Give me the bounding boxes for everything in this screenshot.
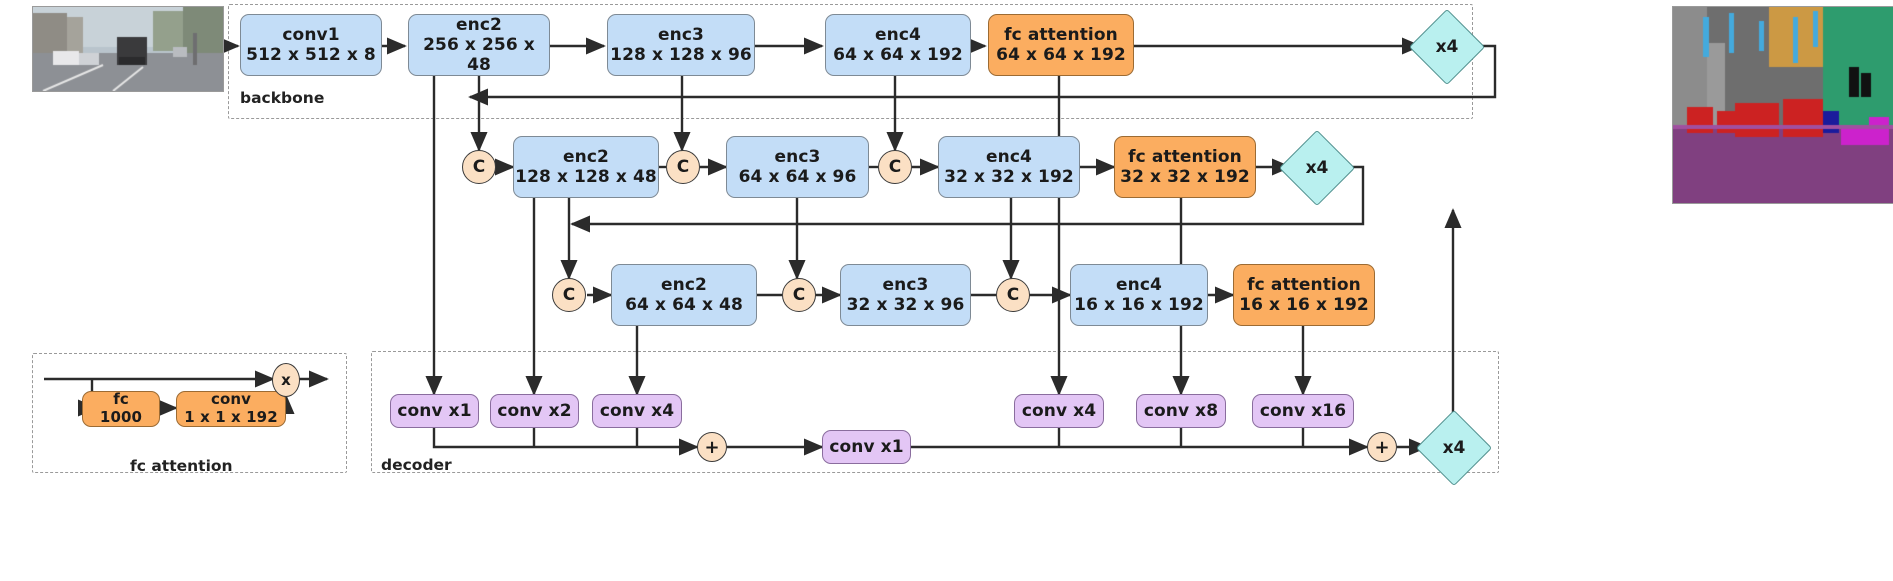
block-title: enc3 [658, 24, 704, 45]
decoder-conv-x8[interactable]: conv x8 [1136, 394, 1226, 428]
sum-node-left[interactable]: + [697, 432, 727, 462]
block-title: fc [113, 390, 129, 409]
block-shape: 128 x 128 x 48 [515, 167, 657, 187]
block-s2-enc2[interactable]: enc2 128 x 128 x 48 [513, 136, 659, 198]
block-title: enc2 [661, 274, 707, 295]
decoder-conv-x4-b[interactable]: conv x4 [1014, 394, 1104, 428]
block-title: conv1 [282, 24, 340, 45]
block-title: enc2 [456, 14, 502, 35]
block-s2-fc-attention[interactable]: fc attention 32 x 32 x 192 [1114, 136, 1256, 198]
block-title: conv x8 [1143, 400, 1219, 421]
input-image [32, 6, 224, 92]
block-s3-enc4[interactable]: enc4 16 x 16 x 192 [1070, 264, 1208, 326]
fc-attention-legend-frame [32, 353, 347, 473]
decoder-conv-x16[interactable]: conv x16 [1252, 394, 1354, 428]
concat-label: C [1006, 285, 1020, 305]
decoder-conv-x1-merge[interactable]: conv x1 [822, 430, 911, 464]
concat-label: C [792, 285, 806, 305]
block-title: enc2 [563, 146, 609, 167]
decoder-conv-x4-a[interactable]: conv x4 [592, 394, 682, 428]
upsample-label: x4 [1435, 37, 1459, 57]
block-title: conv x1 [829, 436, 904, 457]
block-title: enc4 [1116, 274, 1162, 295]
block-shape: 64 x 64 x 192 [996, 45, 1126, 65]
block-shape: 64 x 64 x 96 [738, 167, 857, 187]
upsample-label: x4 [1442, 438, 1466, 458]
block-s3-enc3[interactable]: enc3 32 x 32 x 96 [840, 264, 971, 326]
block-s3-enc2[interactable]: enc2 64 x 64 x 48 [611, 264, 757, 326]
decoder-conv-x1[interactable]: conv x1 [390, 394, 479, 428]
block-shape: 256 x 256 x 48 [423, 34, 535, 76]
concat-node-s3-2[interactable]: C [782, 278, 816, 312]
concat-label: C [676, 157, 690, 177]
concat-node-s2-1[interactable]: C [462, 150, 496, 184]
block-shape: 1000 [99, 408, 143, 426]
backbone-group-label: backbone [240, 89, 325, 107]
block-shape: 32 x 32 x 192 [1120, 167, 1250, 187]
decoder-group-label: decoder [381, 456, 452, 474]
concat-node-s3-3[interactable]: C [996, 278, 1030, 312]
sum-label: + [1374, 436, 1390, 458]
block-title: conv [210, 390, 252, 409]
concat-label: C [472, 157, 486, 177]
block-title: fc attention [1004, 24, 1118, 45]
block-title: fc attention [1247, 274, 1361, 295]
concat-label: C [888, 157, 902, 177]
block-title: enc4 [875, 24, 921, 45]
block-shape: 1 x 1 x 192 [184, 408, 278, 426]
block-backbone-enc3[interactable]: enc3 128 x 128 x 96 [607, 14, 755, 76]
block-shape: 32 x 32 x 96 [846, 295, 965, 315]
block-title: enc3 [774, 146, 821, 167]
decoder-conv-x2[interactable]: conv x2 [490, 394, 579, 428]
block-backbone-conv1[interactable]: conv1 512 x 512 x 8 [240, 14, 382, 76]
block-title: enc3 [882, 274, 929, 295]
sum-node-right[interactable]: + [1367, 432, 1397, 462]
concat-node-s2-2[interactable]: C [666, 150, 700, 184]
concat-node-s3-1[interactable]: C [552, 278, 586, 312]
block-shape: 512 x 512 x 8 [246, 45, 376, 65]
block-shape: 32 x 32 x 192 [944, 167, 1074, 187]
concat-node-s2-3[interactable]: C [878, 150, 912, 184]
legend-conv-block[interactable]: conv 1 x 1 x 192 [176, 391, 286, 427]
upsample-label: x4 [1305, 158, 1329, 178]
block-shape: 128 x 128 x 96 [610, 45, 752, 65]
multiply-label: x [281, 371, 291, 389]
block-shape: 64 x 64 x 192 [833, 45, 963, 65]
concat-label: C [562, 285, 576, 305]
block-title: conv x1 [397, 400, 472, 421]
block-backbone-enc4[interactable]: enc4 64 x 64 x 192 [825, 14, 971, 76]
output-image [1672, 6, 1893, 204]
sum-label: + [704, 436, 720, 458]
block-backbone-fc-attention[interactable]: fc attention 64 x 64 x 192 [988, 14, 1134, 76]
block-shape: 16 x 16 x 192 [1074, 295, 1204, 315]
block-title: conv x4 [599, 400, 675, 421]
upsample-x4-stage2[interactable]: x4 [1278, 129, 1356, 207]
legend-fc-block[interactable]: fc 1000 [82, 391, 160, 427]
block-title: conv x16 [1259, 400, 1347, 421]
block-backbone-enc2[interactable]: enc2 256 x 256 x 48 [408, 14, 550, 76]
block-s2-enc4[interactable]: enc4 32 x 32 x 192 [938, 136, 1080, 198]
block-shape: 16 x 16 x 192 [1239, 295, 1369, 315]
block-title: fc attention [1128, 146, 1242, 167]
block-shape: 64 x 64 x 48 [625, 295, 743, 315]
multiply-node[interactable]: x [272, 363, 300, 397]
decoder-group-frame [371, 351, 1499, 473]
block-s2-enc3[interactable]: enc3 64 x 64 x 96 [726, 136, 869, 198]
fc-attention-legend-label: fc attention [130, 457, 233, 475]
block-title: conv x4 [1021, 400, 1097, 421]
block-title: conv x2 [497, 400, 572, 421]
block-s3-fc-attention[interactable]: fc attention 16 x 16 x 192 [1233, 264, 1375, 326]
block-title: enc4 [986, 146, 1032, 167]
